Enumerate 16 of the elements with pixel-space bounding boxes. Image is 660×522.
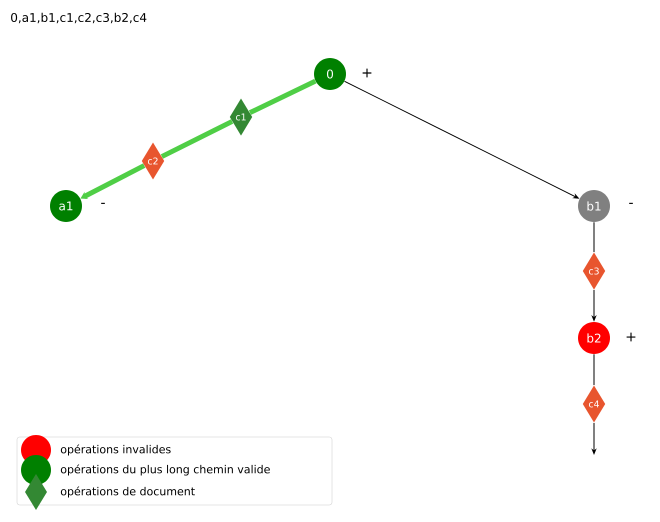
diamond-node: c4 — [582, 385, 606, 423]
sign-label: + — [362, 68, 372, 78]
title: 0,a1,b1,c1,c2,c3,b2,c4 — [11, 12, 146, 24]
legend-label: opérations invalides — [60, 444, 171, 456]
legend-label: opérations du plus long chemin valide — [60, 464, 270, 476]
diamond-node: c3 — [582, 252, 606, 290]
diamond-node: c2 — [142, 142, 164, 180]
circle-node: 0 — [314, 58, 346, 90]
circle-node: b1 — [578, 190, 610, 222]
circle-node: a1 — [50, 190, 82, 222]
sign-label: + — [626, 332, 636, 342]
sign-label: - — [101, 202, 105, 204]
circle-node: b2 — [578, 322, 610, 354]
sign-label: - — [629, 202, 633, 204]
diamond-node: c1 — [230, 98, 252, 136]
legend-label: opérations de document — [60, 486, 195, 498]
